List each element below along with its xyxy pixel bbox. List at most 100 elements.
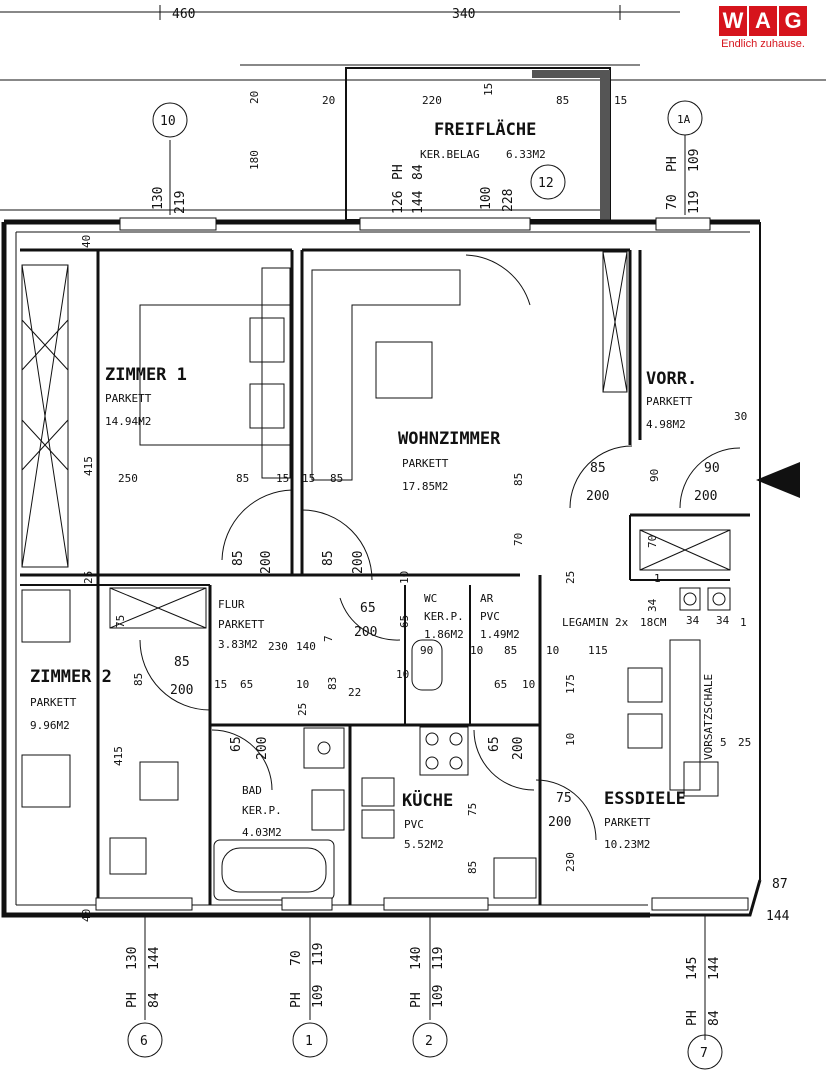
room-name-flur: FLUR	[218, 598, 245, 611]
marker-1-ph: PH	[289, 992, 304, 1008]
logo-letter: G	[779, 6, 807, 36]
dim: 75	[114, 615, 127, 628]
room-area-zimmer1: 14.94M2	[105, 415, 151, 428]
label-legcamin: LEGAMIN 2x	[562, 616, 629, 629]
room-floor-essdiele: PARKETT	[604, 816, 651, 829]
marker-1a-a: 70	[665, 194, 680, 210]
dim: 90	[648, 469, 661, 482]
marker-2-b: 119	[431, 947, 446, 970]
label-vorsatzschale: VORSATZSCHALE	[702, 674, 715, 760]
room-floor-zimmer2: PARKETT	[30, 696, 77, 709]
dim: 85	[504, 644, 517, 657]
dim: 200	[255, 737, 270, 760]
dim: 65	[360, 601, 376, 616]
room-area-freiflaeche: 6.33M2	[506, 148, 546, 161]
dim: 15	[614, 94, 627, 107]
dim: 65	[494, 678, 507, 691]
dim: 65	[240, 678, 253, 691]
logo-letter: W	[719, 6, 747, 36]
dim: 83	[326, 677, 339, 690]
marker-2-ph: PH	[409, 992, 424, 1008]
dim: 22	[348, 686, 361, 699]
dim: 15	[276, 472, 289, 485]
room-area-kueche: 5.52M2	[404, 838, 444, 851]
room-floor-bad: KER.P.	[242, 804, 282, 817]
marker-7-c: 84	[707, 1010, 722, 1026]
dim: 85	[321, 550, 336, 566]
dim: 1	[740, 616, 747, 629]
dim: 115	[588, 644, 608, 657]
marker-1a-num: 1A	[677, 113, 691, 126]
marker-7-b: 144	[707, 956, 722, 980]
room-name-vorr: VORR.	[646, 369, 697, 389]
dim: 230	[268, 640, 288, 653]
dim: 40	[80, 235, 93, 248]
marker-1-num: 1	[305, 1034, 313, 1049]
dim: 10	[296, 678, 309, 691]
marker-1a-c: 109	[687, 149, 702, 172]
dim: 220	[422, 94, 442, 107]
marker-2-a: 140	[409, 947, 424, 970]
marker-10-num: 10	[160, 114, 176, 129]
dim: 65	[487, 736, 502, 752]
room-floor-wohnzimmer: PARKETT	[402, 457, 449, 470]
dim: 415	[112, 746, 125, 766]
marker-10-a: 130	[151, 187, 166, 210]
dim: 85	[231, 550, 246, 566]
dim: 65	[398, 615, 411, 628]
room-area-vorr: 4.98M2	[646, 418, 686, 431]
marker-12-c: 84	[411, 164, 426, 180]
dim: 180	[248, 150, 261, 170]
dim: 25	[82, 571, 95, 584]
dim: 5	[720, 736, 727, 749]
room-name-zimmer1: ZIMMER 1	[105, 365, 187, 385]
marker-6-c: 84	[147, 992, 162, 1008]
marker-7-num: 7	[700, 1046, 708, 1061]
dim: 85	[132, 673, 145, 686]
dim: 85	[236, 472, 249, 485]
dim: 415	[82, 456, 95, 476]
marker-1a-ph: PH	[665, 156, 680, 172]
dim: 140	[296, 640, 316, 653]
room-area-ar: 1.49M2	[480, 628, 520, 641]
room-area-zimmer2: 9.96M2	[30, 719, 70, 732]
room-area-flur: 3.83M2	[218, 638, 258, 651]
room-name-bad: BAD	[242, 784, 262, 797]
dim: 15	[482, 83, 495, 96]
dim: 200	[586, 489, 609, 504]
marker-2-num: 2	[425, 1034, 433, 1049]
dim: 34	[716, 614, 730, 627]
dim: 85	[330, 472, 343, 485]
dim: 90	[420, 644, 433, 657]
dim: 40	[80, 909, 93, 922]
dim: 85	[466, 861, 479, 874]
room-floor-kueche: PVC	[404, 818, 424, 831]
marker-2-c: 109	[431, 985, 446, 1008]
dim: 34	[646, 598, 659, 612]
dim: 10	[564, 733, 577, 746]
dim: 250	[118, 472, 138, 485]
dim: 175	[564, 674, 577, 694]
logo-letter: A	[749, 6, 777, 36]
label-legcamin-dim: 18CM	[640, 616, 667, 629]
marker-6-a: 130	[125, 947, 140, 970]
dim: 70	[512, 533, 525, 546]
marker-10-b: 219	[173, 191, 188, 214]
top-dim-right: 340	[452, 7, 475, 22]
dim: 20	[322, 94, 335, 107]
dim: 75	[466, 803, 479, 816]
marker-1-a: 70	[289, 950, 304, 966]
marker-7-ph: PH	[685, 1010, 700, 1026]
dim: 10	[470, 644, 483, 657]
dim: 85	[556, 94, 569, 107]
room-name-wc: WC	[424, 592, 437, 605]
top-dim-left: 460	[172, 7, 195, 22]
marker-7-a: 145	[685, 957, 700, 980]
room-name-wohnzimmer: WOHNZIMMER	[398, 429, 501, 449]
room-floor-ar: PVC	[480, 610, 500, 623]
dim: 85	[512, 473, 525, 486]
dim: 25	[296, 703, 309, 716]
dim: 230	[564, 852, 577, 872]
marker-1-b: 119	[311, 943, 326, 966]
room-name-ar: AR	[480, 592, 494, 605]
